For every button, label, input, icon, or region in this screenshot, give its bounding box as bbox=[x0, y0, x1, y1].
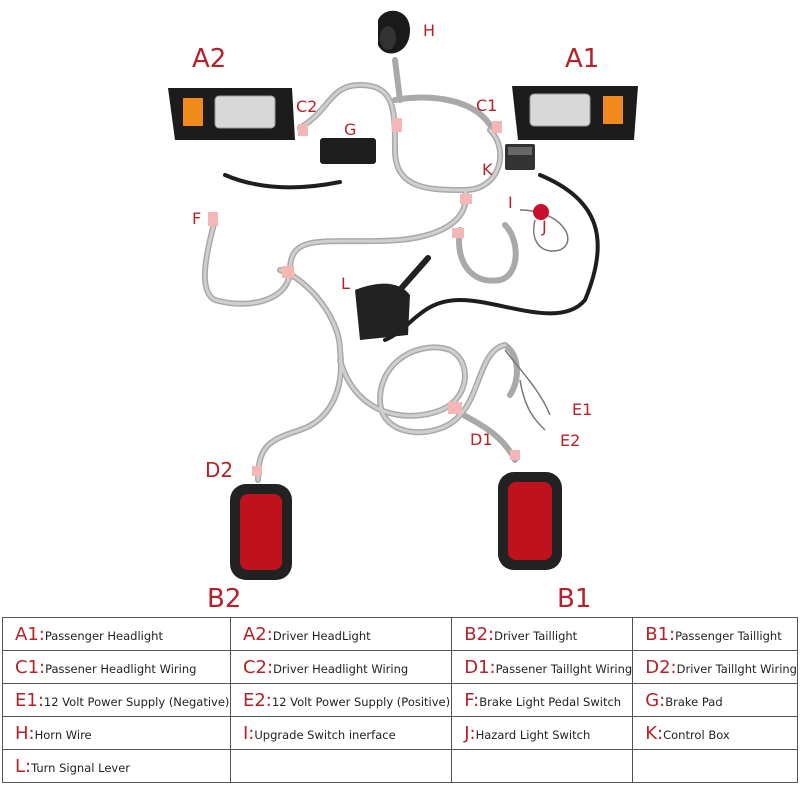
legend-text: Driver Headlight Wiring bbox=[273, 661, 409, 676]
passenger-headlight-image bbox=[512, 86, 638, 140]
legend-cell: J:Hazard Light Switch bbox=[451, 716, 634, 750]
legend-code: D2: bbox=[645, 656, 677, 678]
legend-text: Turn Signal Lever bbox=[31, 760, 131, 775]
label-b1: B1 bbox=[557, 584, 591, 614]
label-i: I bbox=[508, 193, 513, 212]
legend-cell: A1:Passenger Headlight bbox=[2, 617, 231, 651]
legend-code: E2: bbox=[242, 689, 272, 711]
legend-code: H: bbox=[15, 722, 35, 744]
legend-text: 12 Volt Power Supply (Positive) bbox=[271, 694, 451, 709]
legend-code: E1: bbox=[15, 689, 44, 711]
legend-text: Upgrade Switch inerface bbox=[254, 727, 396, 742]
legend-code: J: bbox=[464, 722, 476, 744]
legend-code: F: bbox=[464, 689, 480, 711]
label-d1: D1 bbox=[470, 430, 493, 449]
legend-code: G: bbox=[645, 689, 666, 711]
legend-text: 12 Volt Power Supply (Negative) bbox=[43, 694, 230, 709]
label-h: H bbox=[423, 21, 435, 40]
legend-code: B2: bbox=[464, 623, 495, 645]
legend-text: Passener Headlight Wiring bbox=[45, 661, 197, 676]
label-c2: C2 bbox=[296, 97, 317, 116]
legend-code: B1: bbox=[645, 623, 676, 645]
label-e2: E2 bbox=[560, 431, 580, 450]
legend-text: Passenger Headlight bbox=[44, 628, 163, 643]
legend-text: Driver HeadLight bbox=[272, 628, 371, 643]
legend-text: Passener Taillght Wiring bbox=[495, 661, 633, 676]
legend-cell bbox=[451, 749, 634, 783]
legend-cell bbox=[632, 749, 798, 783]
legend-code: C1: bbox=[15, 656, 46, 678]
legend-code: C2: bbox=[242, 656, 274, 678]
turn-signal-lever-image bbox=[355, 255, 431, 340]
legend-cell: H:Horn Wire bbox=[2, 716, 231, 750]
brake-pad-image bbox=[320, 138, 376, 164]
passenger-taillight-image bbox=[498, 472, 562, 570]
legend-code: D1: bbox=[464, 656, 496, 678]
label-l: L bbox=[341, 274, 350, 293]
legend-cell: E1:12 Volt Power Supply (Negative) bbox=[2, 683, 231, 717]
driver-headlight-image bbox=[168, 88, 295, 140]
legend-text: Driver Taillght Wiring bbox=[676, 661, 797, 676]
label-k: K bbox=[482, 160, 493, 179]
legend-row: E1:12 Volt Power Supply (Negative)E2:12 … bbox=[2, 683, 798, 717]
legend-cell: F:Brake Light Pedal Switch bbox=[451, 683, 634, 717]
label-a2: A2 bbox=[192, 44, 226, 74]
legend-cell: C2:Driver Headlight Wiring bbox=[229, 650, 453, 684]
label-d2: D2 bbox=[205, 458, 233, 482]
legend-cell bbox=[229, 749, 453, 783]
legend-cell: L:Turn Signal Lever bbox=[2, 749, 231, 783]
legend-code: L: bbox=[15, 755, 32, 777]
legend-cell: C1:Passener Headlight Wiring bbox=[2, 650, 231, 684]
wiring-harness-diagram: A2 H A1 C2 C1 G K I J F L E1 E2 D1 D2 B2… bbox=[168, 10, 638, 614]
label-g: G bbox=[344, 120, 356, 139]
label-j: J bbox=[541, 217, 547, 236]
hazard-switch-image bbox=[533, 204, 549, 220]
legend-cell: D2:Driver Taillght Wiring bbox=[632, 650, 798, 684]
label-b2: B2 bbox=[207, 584, 241, 614]
legend-row: L:Turn Signal Lever bbox=[2, 749, 798, 783]
legend-code: A1: bbox=[15, 623, 45, 645]
legend-cell: K:Control Box bbox=[632, 716, 798, 750]
legend-cell: G:Brake Pad bbox=[632, 683, 798, 717]
control-box-image bbox=[505, 144, 535, 170]
legend-cell: B2:Driver Taillight bbox=[451, 617, 634, 651]
legend-code: I: bbox=[242, 722, 255, 744]
driver-taillight-image bbox=[230, 484, 292, 580]
legend-text: Hazard Light Switch bbox=[475, 727, 591, 742]
legend-text: Brake Light Pedal Switch bbox=[479, 694, 622, 709]
legend-text: Control Box bbox=[663, 727, 730, 742]
legend-cell: B1:Passenger Taillight bbox=[632, 617, 798, 651]
label-f: F bbox=[192, 209, 201, 228]
label-e1: E1 bbox=[572, 400, 592, 419]
horn-icon bbox=[378, 10, 410, 54]
harness-wires bbox=[201, 57, 600, 483]
legend-text: Passenger Taillight bbox=[675, 628, 782, 643]
legend-code: A2: bbox=[242, 623, 273, 645]
legend-cell: A2:Driver HeadLight bbox=[229, 617, 453, 651]
legend-text: Driver Taillight bbox=[494, 628, 578, 643]
legend-cell: D1:Passener Taillght Wiring bbox=[451, 650, 634, 684]
legend-cell: I:Upgrade Switch inerface bbox=[229, 716, 453, 750]
legend-text: Brake Pad bbox=[665, 694, 723, 709]
legend-code: K: bbox=[645, 722, 664, 744]
label-c1: C1 bbox=[476, 96, 497, 115]
legend-text: Horn Wire bbox=[34, 727, 92, 742]
legend-cell: E2:12 Volt Power Supply (Positive) bbox=[229, 683, 453, 717]
label-a1: A1 bbox=[565, 44, 599, 74]
